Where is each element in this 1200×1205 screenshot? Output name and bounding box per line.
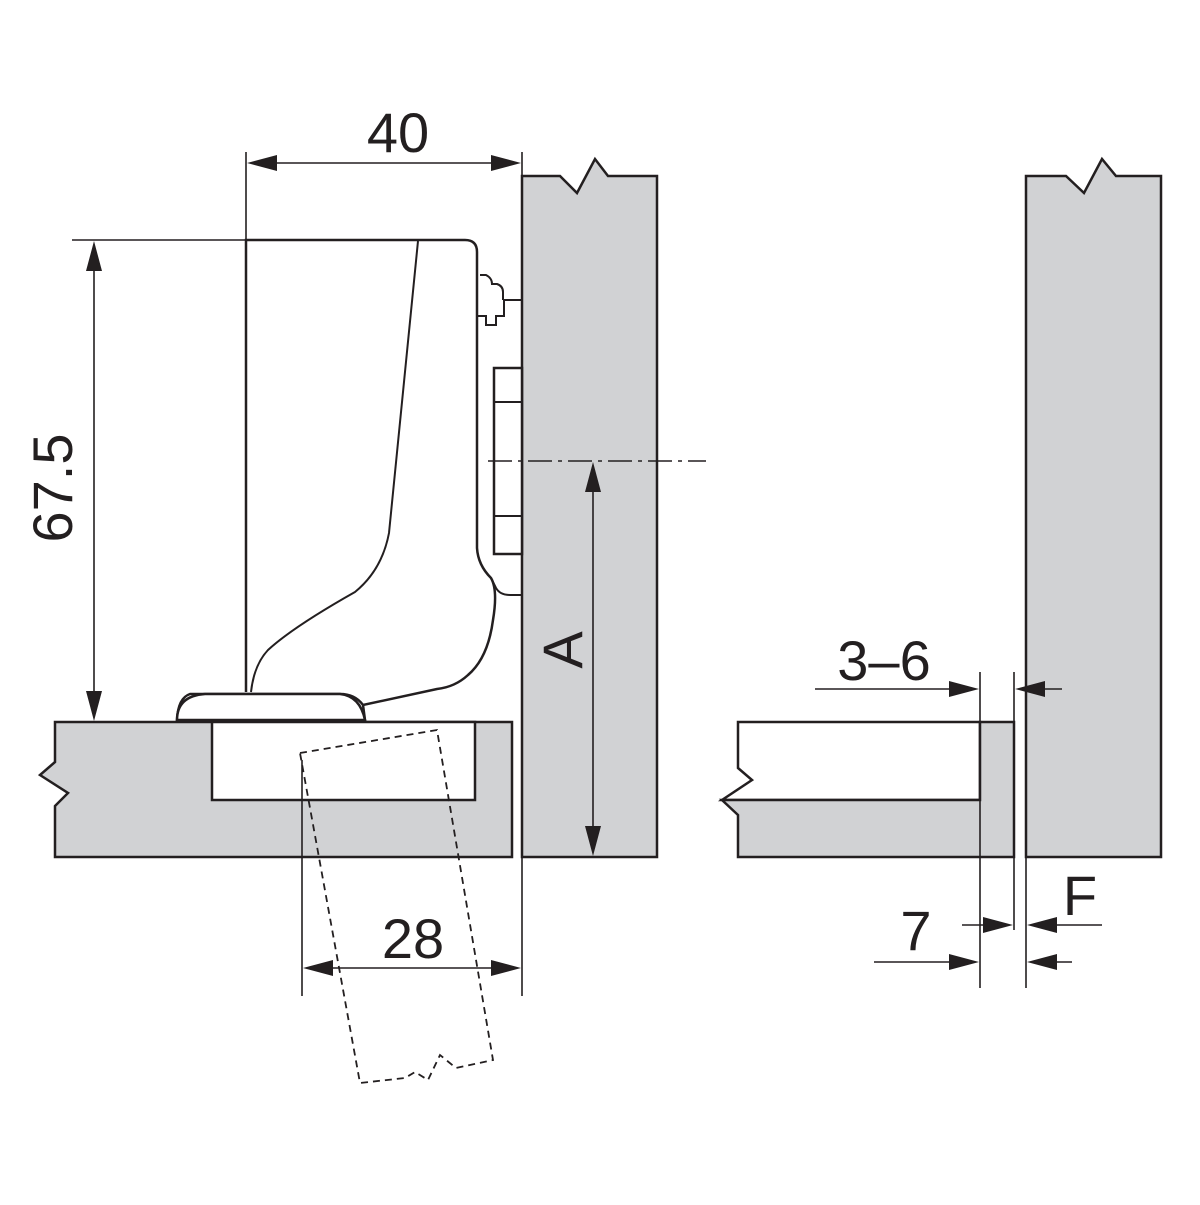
dim-67-5-label: 67.5 bbox=[21, 434, 84, 543]
dim-7-label: 7 bbox=[900, 899, 931, 962]
dim-28-label: 28 bbox=[382, 907, 444, 970]
hinge-clip-detail bbox=[476, 274, 522, 326]
cabinet-side-panel-right bbox=[1024, 156, 1163, 859]
cabinet-side-panel-left bbox=[520, 156, 659, 859]
dim-a-arrow-bottom bbox=[585, 826, 601, 856]
dim-7-arrow-right bbox=[1027, 954, 1057, 970]
door-open-position-dashed bbox=[298, 728, 495, 1084]
mounting-plate-foot bbox=[490, 577, 522, 596]
dim-28-arrow-right bbox=[491, 960, 521, 976]
dim-3-6-arrow-left bbox=[949, 681, 979, 697]
hinge-cup-recess bbox=[210, 720, 477, 802]
door-panel-right-top bbox=[717, 720, 982, 802]
hinge-arm-contour bbox=[250, 240, 419, 693]
dim-40-label: 40 bbox=[367, 101, 429, 164]
dim-7-arrow-left bbox=[949, 954, 979, 970]
dim-28-arrow-left bbox=[303, 960, 333, 976]
dim-f-arrow-right bbox=[1027, 917, 1057, 933]
dim-40-arrow-right bbox=[491, 155, 521, 171]
dim-3-6-arrow-right bbox=[1015, 681, 1045, 697]
hinge-arm bbox=[175, 238, 497, 722]
dim-3-6-label: 3–6 bbox=[837, 629, 930, 692]
dim-a-arrow-top bbox=[585, 462, 601, 492]
dim-40-arrow-left bbox=[247, 155, 277, 171]
dim-67-5-arrow-top bbox=[86, 241, 102, 271]
dim-f-label: F bbox=[1063, 864, 1097, 927]
dim-f-arrow-left bbox=[983, 917, 1013, 933]
dim-67-5-arrow-bottom bbox=[86, 691, 102, 721]
dim-a-label: A bbox=[531, 631, 594, 669]
hinge-cup-flange bbox=[175, 692, 367, 722]
